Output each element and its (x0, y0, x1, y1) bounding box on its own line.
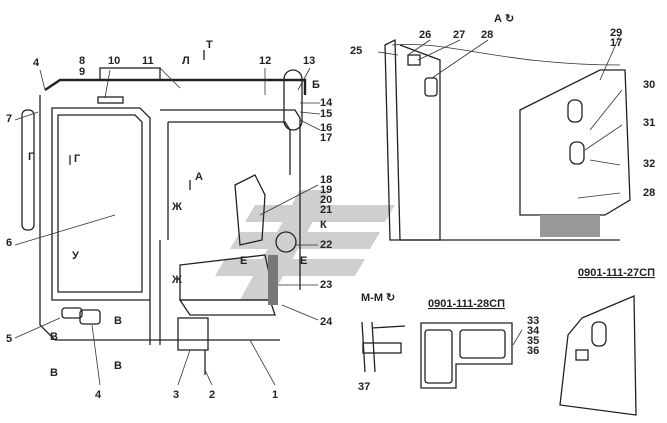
part-0901-111-28sp: 0901-111-28СП 33 34 35 36 (420, 298, 540, 389)
callout: 21 (320, 204, 332, 216)
callout: 31 (643, 117, 655, 129)
callout: В (114, 360, 122, 372)
callout: 17 (320, 132, 332, 144)
callout: Ж (171, 201, 182, 213)
callout: 34 (527, 325, 540, 337)
callout: В (114, 315, 122, 327)
callout: 20 (320, 194, 332, 206)
callout: 26 (419, 29, 431, 41)
callout: 28 (643, 187, 655, 199)
callout: 6 (6, 237, 12, 249)
callout: 11 (142, 55, 154, 67)
callout: 29 (610, 27, 622, 39)
callout: К (320, 219, 327, 231)
callout: Л (182, 55, 190, 67)
callout: 5 (6, 333, 12, 345)
part-0901-111-27sp: 0901-111-27СП (559, 267, 655, 416)
callout: 30 (643, 79, 655, 91)
callout: 3 (173, 389, 179, 401)
watermark-logo (215, 190, 395, 300)
callout: 13 (303, 55, 315, 67)
callout: 27 (453, 29, 465, 41)
section-title: М-М ↻ (361, 292, 395, 304)
callout: В (50, 331, 58, 343)
part-code: 0901-111-27СП (578, 267, 655, 279)
view-a: А ↻ 25 26 27 28 29 17 30 31 32 28 (350, 13, 655, 241)
callout: 9 (79, 66, 85, 78)
callout: Е (240, 255, 247, 267)
callout: 4 (95, 389, 102, 401)
callout: 33 (527, 315, 539, 327)
callout: 32 (643, 158, 655, 170)
view-a-title: А ↻ (494, 13, 514, 25)
callout: 18 (320, 174, 332, 186)
callout: Б (312, 79, 320, 91)
callout: 23 (320, 279, 332, 291)
callout: 17 (610, 37, 622, 49)
callout: 12 (259, 55, 271, 67)
callout: Е (300, 255, 307, 267)
callout: 25 (350, 45, 362, 57)
callout: 28 (481, 29, 493, 41)
callout: 35 (527, 335, 539, 347)
callout: 14 (320, 97, 333, 109)
part-code: 0901-111-28СП (428, 298, 505, 310)
callout: Г (74, 153, 81, 165)
callout: 7 (6, 113, 12, 125)
callout: У (72, 250, 79, 262)
section-m-m: М-М ↻ 37 (358, 292, 406, 393)
callout: 15 (320, 108, 332, 120)
callout: 36 (527, 345, 539, 357)
callout: 1 (272, 389, 278, 401)
callout: 2 (209, 389, 215, 401)
callout: 24 (320, 316, 333, 328)
callout: А (195, 171, 203, 183)
callout: 22 (320, 239, 332, 251)
callout: Г (28, 151, 35, 163)
callout: В (50, 367, 58, 379)
callout: 8 (79, 55, 85, 67)
callout: 10 (108, 55, 120, 67)
callout: 37 (358, 381, 370, 393)
callout: Ж (171, 274, 182, 286)
callout: 16 (320, 122, 332, 134)
callout: Т (206, 39, 213, 51)
callout: 4 (33, 57, 40, 69)
callout: 19 (320, 184, 332, 196)
callout-labels: 4 7 8 9 10 11 Л Т 12 13 Б 14 15 16 17 18… (6, 39, 333, 401)
cab-front-view (14, 50, 321, 386)
